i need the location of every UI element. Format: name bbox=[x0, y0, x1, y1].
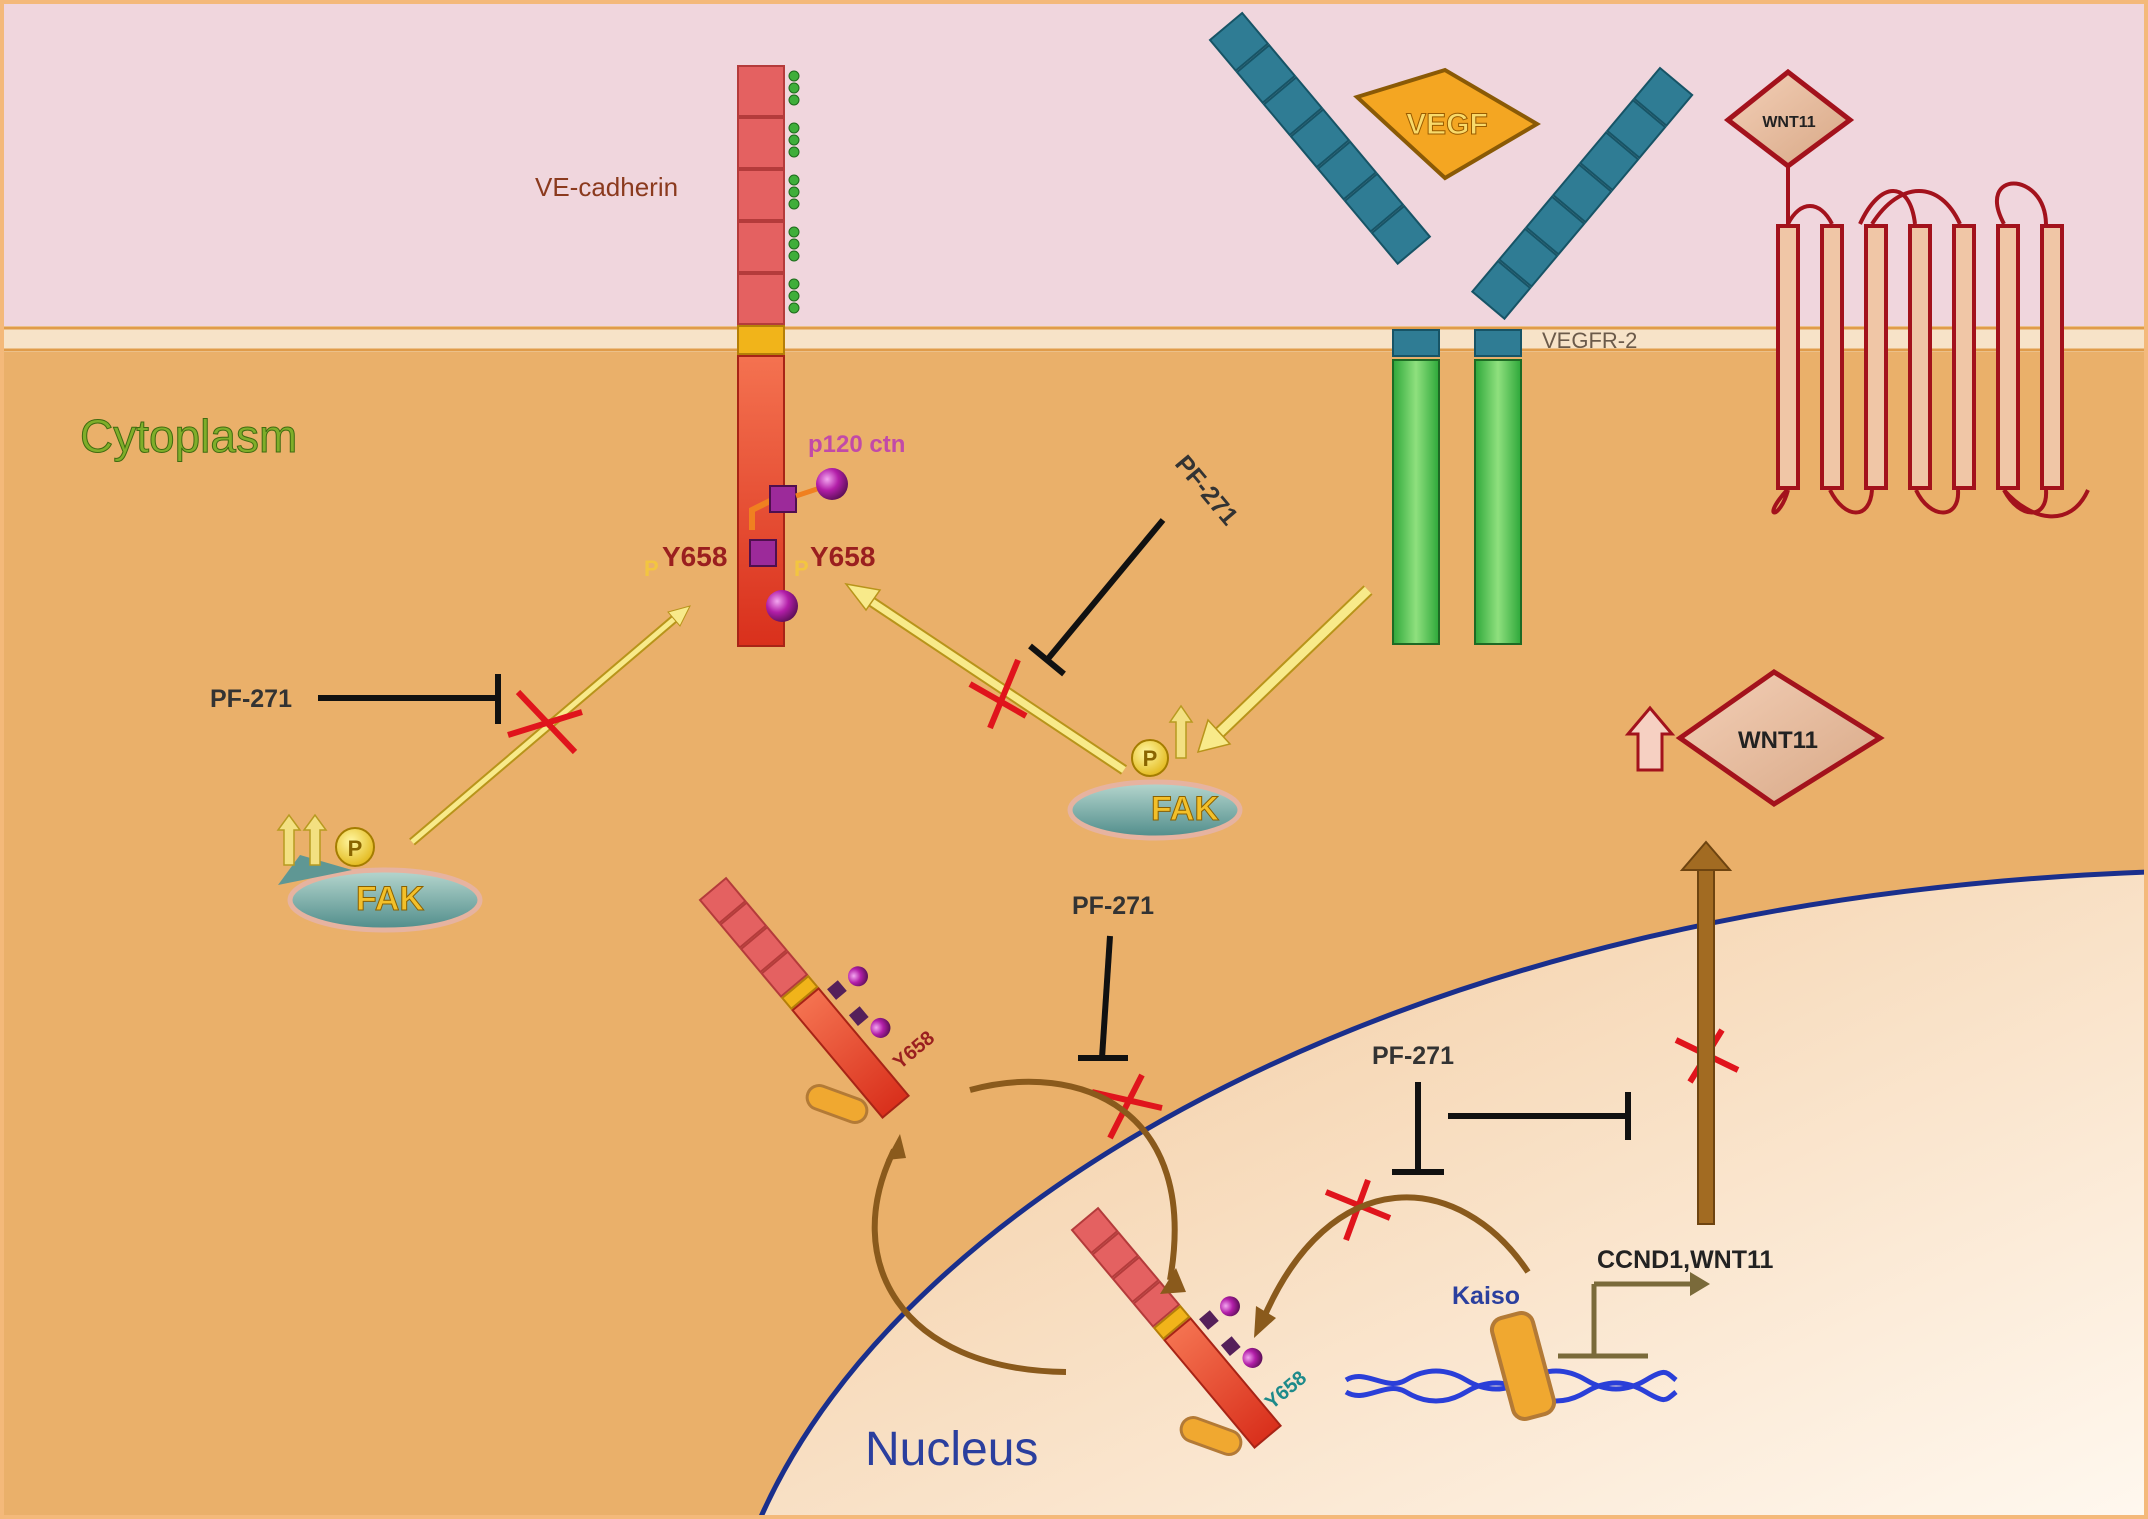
calcium-ions bbox=[788, 70, 800, 314]
fak-left-label: FAK bbox=[356, 880, 424, 918]
phospho-badge-left bbox=[335, 827, 375, 867]
nucleus-label: Nucleus bbox=[865, 1423, 1038, 1476]
pf271-label-left: PF-271 bbox=[210, 685, 292, 713]
pf271-label-mid: PF-271 bbox=[1072, 892, 1154, 920]
phospho-p-label-left: P bbox=[644, 556, 659, 581]
vegf-ligand bbox=[1353, 67, 1541, 181]
vegfr2-label: VEGFR-2 bbox=[1542, 328, 1637, 353]
pf271-label-nuclear: PF-271 bbox=[1372, 1042, 1454, 1070]
cadherin-fragment-cytoplasm bbox=[698, 876, 911, 1119]
ve-cadherin bbox=[737, 65, 800, 647]
cytoplasm-label: Cytoplasm bbox=[80, 410, 297, 462]
kaiso-protein bbox=[1489, 1311, 1557, 1421]
vegf-label: VEGF bbox=[1406, 108, 1488, 141]
target-genes-label: CCND1,WNT11 bbox=[1597, 1246, 1774, 1274]
y658-label-right: Y658 bbox=[810, 541, 875, 572]
cadherin-fragment-nucleus bbox=[1070, 1206, 1283, 1449]
wnt11-ligand-top bbox=[1723, 68, 1855, 170]
pf271-inhibitor-nuclear bbox=[1392, 1082, 1631, 1175]
wnt11-ligand-mid bbox=[1675, 669, 1885, 807]
block-x-mid bbox=[1091, 1073, 1163, 1140]
phospho-arrow-center bbox=[844, 582, 1128, 775]
phospho-arrow-left bbox=[409, 605, 691, 846]
pf271-inhibitor-top bbox=[1028, 518, 1166, 677]
block-x-top bbox=[968, 658, 1028, 730]
nuclear-envelope bbox=[757, 869, 2148, 1519]
phospho-badge-right bbox=[1131, 739, 1169, 777]
upregulation-arrow-right bbox=[1168, 704, 1194, 759]
block-x-left bbox=[507, 689, 583, 755]
frizzled-receptor bbox=[1771, 181, 2090, 519]
transcription-start-arrow bbox=[1558, 1281, 1694, 1359]
pf271-inhibitor-left bbox=[318, 674, 501, 724]
pf271-inhibitor-mid bbox=[1078, 935, 1128, 1061]
p120-ctn-complex bbox=[749, 468, 848, 622]
phospho-badge-left-label: P bbox=[348, 836, 363, 861]
vegfr2-receptor bbox=[1208, 11, 1694, 645]
upregulation-arrows-left bbox=[276, 813, 328, 866]
fak-right-label: FAK bbox=[1151, 790, 1219, 828]
phospho-p-label-right: P bbox=[794, 556, 809, 581]
vegfr-to-fak-arrow bbox=[1196, 585, 1373, 754]
fak-left bbox=[278, 855, 483, 933]
phospho-badge-right-label: P bbox=[1143, 746, 1158, 771]
wnt11-mid-label: WNT11 bbox=[1738, 727, 1818, 754]
ve-cadherin-label: VE-cadherin bbox=[535, 172, 678, 202]
nuclear-export-arrow bbox=[871, 1134, 1067, 1375]
wnt11-upregulation-arrow bbox=[1624, 705, 1676, 772]
wnt11-export-arrow bbox=[1679, 840, 1733, 1225]
kaiso-fragment-cytoplasm bbox=[805, 1084, 869, 1124]
y658-label-left: Y658 bbox=[662, 541, 727, 572]
p120-ctn-label: p120 ctn bbox=[808, 431, 905, 458]
transcription-arrowhead bbox=[1690, 1272, 1710, 1296]
wnt11-top-label: WNT11 bbox=[1762, 114, 1815, 131]
nuclear-import-arrow bbox=[969, 1078, 1186, 1294]
kaiso-fragment-nucleus bbox=[1179, 1416, 1243, 1456]
kaiso-label: Kaiso bbox=[1452, 1282, 1520, 1310]
kaiso-release-arrow bbox=[1254, 1194, 1531, 1338]
fak-right bbox=[1067, 779, 1243, 841]
nucleus-region bbox=[760, 872, 2148, 1519]
